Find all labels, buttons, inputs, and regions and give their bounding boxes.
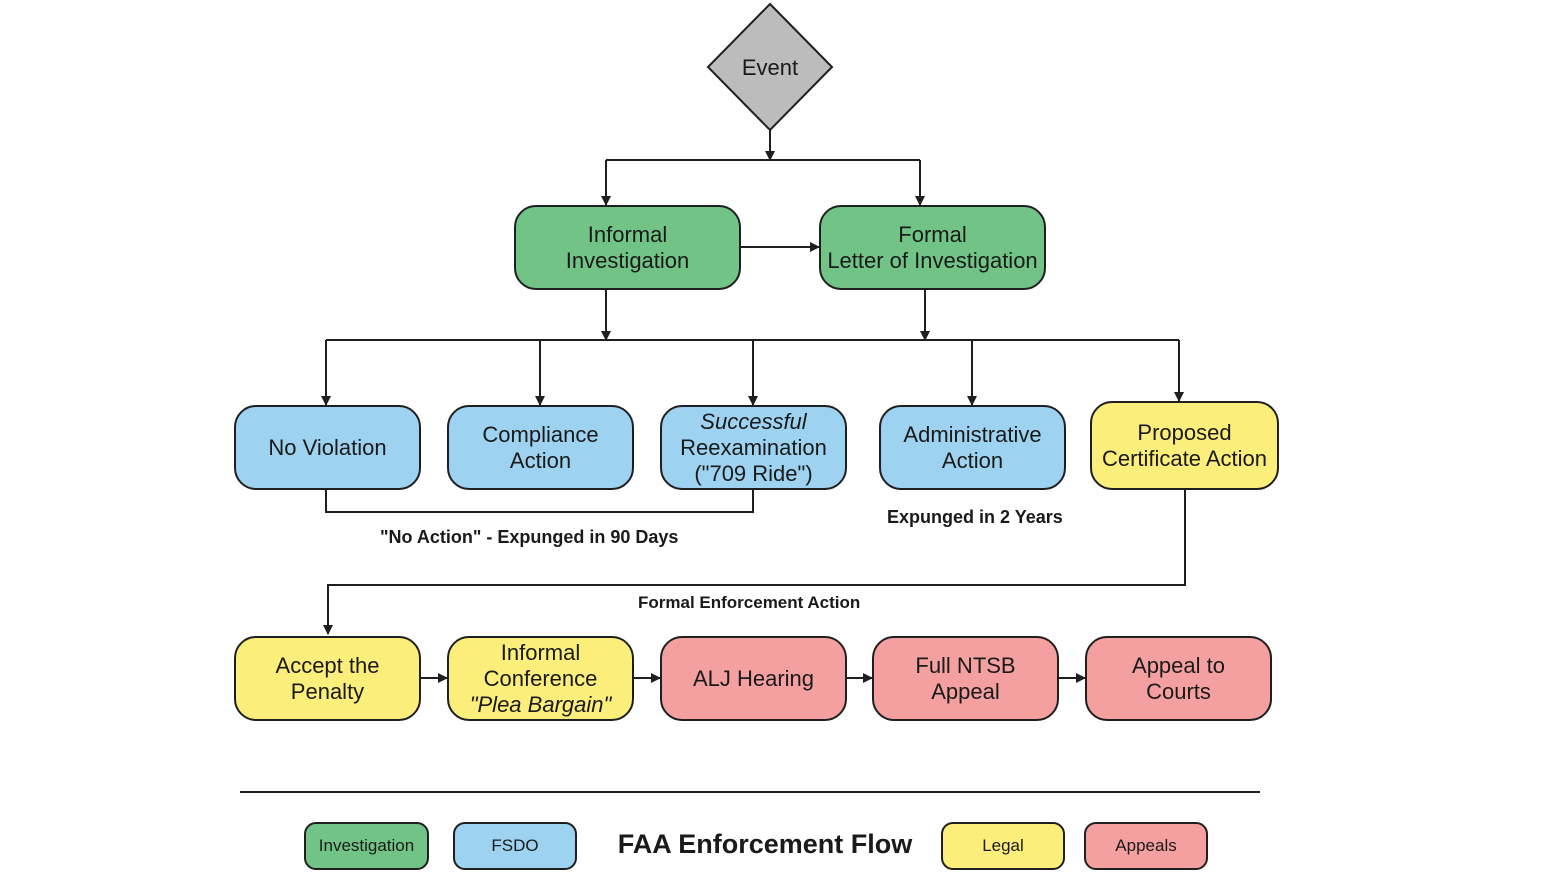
appeal-to-courts-box: Appeal to Courts [1085,636,1272,721]
compliance-action-line-2: Action [509,447,572,473]
appeal-to-courts-line-2: Courts [1146,678,1211,704]
event-label: Event [741,55,799,80]
no-violation-box: No Violation [234,405,421,490]
proposed-certificate-action-box: Proposed Certificate Action [1090,401,1279,490]
legend-appeals: Appeals [1084,822,1208,870]
informal-conference-line-1: Informal [500,639,581,665]
formal-letter-line-2: Letter of Investigation [827,247,1038,273]
no-violation-line-1: No Violation [268,434,387,460]
compliance-action-box: Compliance Action [447,405,634,490]
administrative-action-line-1: Administrative [903,421,1042,447]
formal-enforcement-note: Formal Enforcement Action [638,593,861,612]
alj-hearing-line-1: ALJ Hearing [692,665,815,691]
formal-letter-line-1: Formal [898,221,967,247]
informal-conference-line-2: Conference [483,665,598,691]
legend-legal: Legal [941,822,1065,870]
successful-reexamination-line-3: ("709 Ride") [694,460,813,486]
informal-investigation-line-2: Investigation [565,247,690,273]
accept-penalty-box: Accept the Penalty [234,636,421,721]
appeal-to-courts-line-1: Appeal to [1132,652,1225,678]
successful-reexamination-line-1: Successful [700,408,807,434]
proposed-certificate-action-line-1: Proposed [1137,419,1232,445]
full-ntsb-appeal-box: Full NTSB Appeal [872,636,1059,721]
full-ntsb-appeal-line-2: Appeal [931,678,1000,704]
legend-investigation: Investigation [304,822,429,870]
successful-reexamination-box: Successful Reexamination ("709 Ride") [660,405,847,490]
alj-hearing-box: ALJ Hearing [660,636,847,721]
proposed-certificate-action-line-2: Certificate Action [1101,445,1268,471]
administrative-action-box: Administrative Action [879,405,1066,490]
administrative-action-line-2: Action [941,447,1004,473]
compliance-action-line-1: Compliance [482,421,599,447]
no-action-note: "No Action" - Expunged in 90 Days [380,527,679,547]
expunged-two-years-note: Expunged in 2 Years [887,507,1063,527]
formal-letter-box: Formal Letter of Investigation [819,205,1046,290]
full-ntsb-appeal-line-1: Full NTSB [915,652,1016,678]
legend-fsdo: FSDO [453,822,577,870]
informal-investigation-line-1: Informal [587,221,668,247]
accept-penalty-line-2: Penalty [290,678,365,704]
legend-divider [240,791,1260,793]
accept-penalty-line-1: Accept the [275,652,380,678]
informal-conference-box: Informal Conference "Plea Bargain" [447,636,634,721]
legend-title: FAA Enforcement Flow [617,829,913,859]
informal-investigation-box: Informal Investigation [514,205,741,290]
successful-reexamination-line-2: Reexamination [680,434,827,460]
informal-conference-line-3: "Plea Bargain" [469,691,612,717]
